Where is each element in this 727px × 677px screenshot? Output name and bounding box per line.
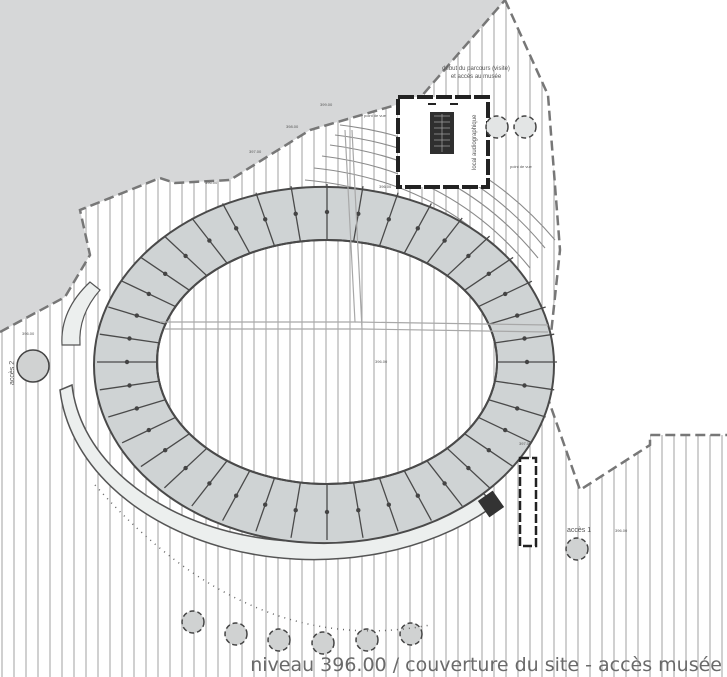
promenade-ring-north — [61, 281, 101, 346]
stand-post — [486, 271, 491, 276]
stand-post — [263, 502, 268, 507]
stand-post — [386, 217, 391, 222]
museum-side-label: local audiographique — [472, 114, 478, 170]
site-boundary — [0, 0, 506, 334]
stair-detail — [477, 490, 505, 518]
stand-post — [466, 253, 471, 259]
tree-row-2 — [224, 622, 248, 646]
viewpoint-label-1: point de vue — [364, 113, 387, 118]
stand-post — [293, 211, 298, 216]
museum-title-line-2: et accès au musée — [451, 74, 502, 80]
level-center: 396.00 — [375, 359, 388, 364]
stand-post — [183, 465, 188, 471]
stand-post — [207, 238, 212, 243]
viewpoint-label-2: point de vue — [510, 164, 533, 169]
level-b: 398.00 — [286, 124, 299, 129]
stand-post — [515, 406, 520, 411]
level-f: 397.00 — [519, 441, 532, 446]
tree-access-1 — [565, 537, 589, 561]
east-boundary — [503, 0, 727, 492]
stand-post — [324, 209, 330, 215]
stand-post — [146, 291, 151, 297]
stand-post — [522, 336, 527, 341]
tree-access-2 — [16, 349, 50, 383]
stand-post — [466, 465, 471, 471]
stand-post — [522, 383, 527, 388]
level-d: 396.00 — [205, 180, 218, 185]
stand-post — [324, 509, 330, 515]
stand-divisions — [97, 184, 557, 540]
stand-post — [356, 211, 361, 216]
access-1-label: accès 1 — [567, 527, 591, 534]
stand-post — [234, 226, 239, 231]
stand-post — [163, 448, 168, 453]
stand-post — [486, 448, 491, 453]
level-a: 399.00 — [320, 102, 333, 107]
tree-alignment — [94, 484, 431, 632]
stand-post — [415, 493, 420, 498]
tree-row-6 — [399, 622, 423, 646]
tree-museum-2 — [513, 115, 537, 139]
level-g: 396.00 — [615, 528, 628, 533]
level-c: 397.00 — [249, 149, 262, 154]
tree-museum-1 — [485, 115, 509, 139]
tree-row-5 — [355, 628, 379, 652]
stand-post — [524, 359, 530, 365]
arena-field — [156, 239, 498, 485]
level-h: 396.00 — [22, 331, 35, 336]
stand-post — [127, 383, 132, 388]
trees — [16, 115, 589, 655]
tree-row-4 — [311, 631, 335, 655]
paths — [160, 129, 549, 333]
stand-post — [134, 313, 139, 318]
stand-post — [183, 253, 188, 259]
stand-post — [207, 481, 212, 486]
access-2-label: accès 2 — [9, 361, 16, 385]
museum-building — [396, 95, 490, 189]
stand-post — [356, 508, 361, 513]
museum-title-line-1: début du parcours (visite) — [442, 66, 510, 72]
level-e: 396.00 — [379, 184, 392, 189]
stand-post — [234, 493, 239, 498]
stand-post — [124, 359, 130, 365]
stand-post — [263, 217, 268, 222]
stand-post — [127, 336, 132, 341]
stand-post — [163, 271, 168, 276]
stand-post — [515, 313, 520, 318]
tree-row-3 — [267, 628, 291, 652]
stand-post — [503, 291, 508, 297]
stand-post — [415, 226, 420, 231]
stand-post — [442, 481, 447, 486]
tree-row-1 — [181, 610, 205, 634]
stand-post — [146, 427, 151, 433]
plan-caption: niveau 396.00 / couverture du site - acc… — [250, 654, 722, 676]
unbuilt-area — [0, 0, 505, 332]
access-stair — [518, 456, 538, 548]
stand-post — [134, 406, 139, 411]
stand-post — [503, 427, 508, 433]
stand-post — [386, 502, 391, 507]
stand-post — [293, 508, 298, 513]
stand-post — [442, 238, 447, 243]
